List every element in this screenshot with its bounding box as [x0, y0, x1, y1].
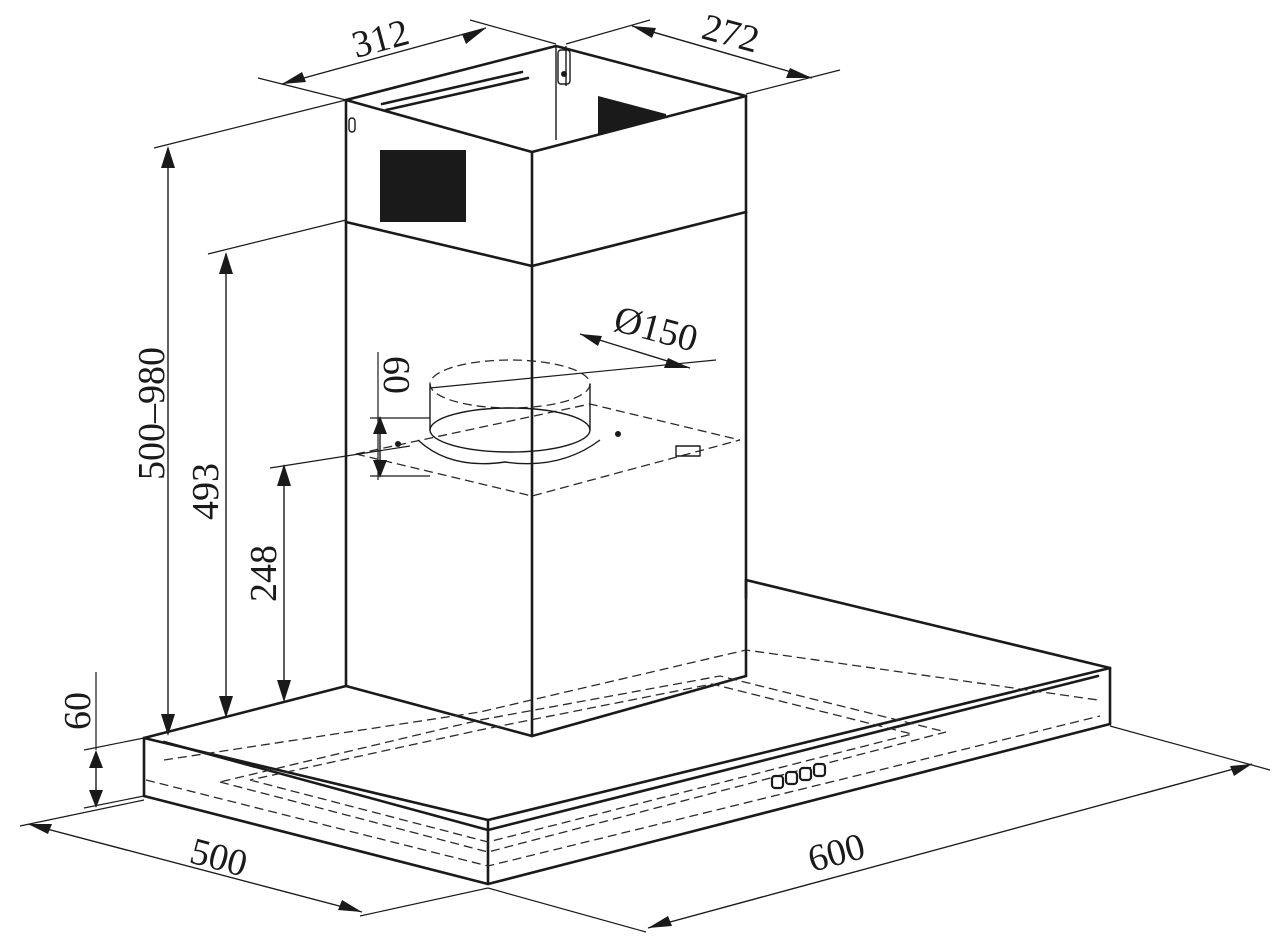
dimension-label: 600	[803, 825, 869, 880]
dimension-chimney-width: 312	[257, 11, 557, 101]
dimension-hood-width: 600	[487, 725, 1271, 933]
control-button	[770, 774, 785, 790]
dimension-outlet-height: 60	[370, 352, 430, 480]
dimension-label: 60	[375, 356, 417, 394]
dimension-label: 312	[347, 11, 413, 66]
hood-canopy	[142, 578, 1112, 886]
dimension-label: 500–980	[131, 347, 173, 480]
control-button	[798, 766, 813, 782]
dimension-label: 493	[185, 463, 227, 520]
lower-chimney	[344, 210, 748, 738]
dimension-label: 272	[698, 6, 764, 61]
dimension-lower-chimney-height: 493	[185, 219, 347, 718]
dimension-motor-height: 248	[243, 445, 411, 702]
dimension-chimney-depth: 272	[565, 6, 841, 95]
dimension-hood-thickness: 60	[57, 672, 145, 809]
dimension-outlet-diameter: Ø150	[429, 298, 717, 389]
front-vent-grille	[380, 150, 466, 222]
upper-chimney	[344, 44, 748, 268]
dimension-label: 248	[243, 545, 285, 602]
control-button	[812, 762, 827, 778]
dimension-total-height: 500–980	[131, 99, 347, 736]
dimension-hood-depth: 500	[19, 799, 489, 917]
dimension-label: 60	[57, 692, 99, 730]
motor-housing-hidden	[355, 359, 741, 497]
side-vent-grille	[598, 96, 666, 134]
control-panel	[770, 762, 827, 790]
dimension-label: Ø150	[610, 298, 702, 360]
control-button	[784, 770, 799, 786]
dimension-label: 500	[186, 830, 252, 885]
